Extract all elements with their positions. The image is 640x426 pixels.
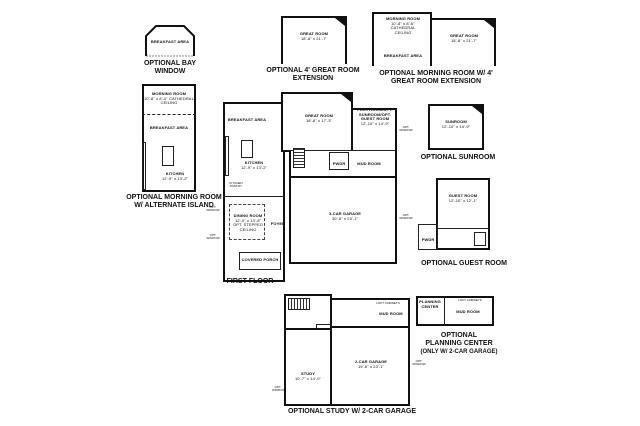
wall-mud-zone — [289, 150, 397, 178]
wall-divider — [436, 228, 490, 229]
room-breakfast-area: BREAKFAST AREA — [383, 53, 423, 58]
room-powder: PWDR — [332, 161, 346, 166]
wall-garage — [289, 176, 397, 264]
loft-cabinets-label: LOFT CABINETS — [458, 298, 482, 302]
stairs — [288, 298, 310, 310]
wall-divider — [223, 196, 285, 197]
fireplace-icon — [335, 18, 345, 26]
caption-guest-room: OPTIONAL GUEST ROOM — [421, 260, 507, 267]
kitchen-pantry-label: KITCHEN PANTRY — [229, 181, 243, 189]
caption-morning-room-extension: OPTIONAL MORNING ROOM W/ 4' GREAT ROOM E… — [379, 70, 493, 85]
powder-room — [329, 152, 349, 170]
room-planning-center: PLANNING CENTER — [419, 299, 441, 309]
caption-first-floor: FIRST FLOOR — [226, 278, 274, 285]
kitchen-island — [241, 140, 253, 158]
kitchen-island — [162, 146, 174, 166]
counter — [225, 136, 229, 176]
caption-planning-1: OPTIONAL — [440, 332, 478, 339]
fireplace-icon — [484, 20, 494, 28]
plan-planning-center: PLANNING CENTER MUD ROOM LOFT CABINETS O… — [414, 292, 504, 362]
opt-window-note: OPT. WINDOW — [399, 125, 413, 133]
room-breakfast-area: BREAKFAST AREA — [227, 117, 267, 122]
caption-study-garage: OPTIONAL STUDY W/ 2-CAR GARAGE — [287, 408, 417, 415]
counter — [142, 142, 146, 190]
fireplace-icon — [341, 94, 351, 102]
opt-window-note: OPT. WINDOW — [412, 359, 426, 367]
opt-window-note: OPT. WINDOW — [399, 213, 413, 221]
caption-planning-2: PLANNING CENTER — [425, 340, 493, 347]
loft-cabinets-label: LOFT CABINETS — [376, 301, 400, 305]
caption-great-room-extension: OPTIONAL 4' GREAT ROOM EXTENSION — [266, 67, 360, 82]
caption-sunroom: OPTIONAL SUNROOM — [420, 154, 496, 161]
corner-fill — [472, 106, 482, 114]
wall-garage — [330, 326, 410, 406]
room-covered-porch: COVERED PORCH — [241, 257, 279, 262]
stepped-ceiling-outline — [229, 204, 265, 240]
plan-bay-window: BREAKFAST AREA OPTIONAL BAY WINDOW — [140, 18, 200, 80]
room-mud: MUD ROOM — [456, 309, 480, 314]
wall-study — [284, 328, 332, 406]
covered-porch-outline — [239, 252, 281, 270]
room-foyer: FOYER — [270, 221, 286, 226]
plan-study-garage: LOFT CABINETS MUD ROOM PWDR 2-CAR GARAGE… — [270, 290, 430, 420]
shower — [474, 232, 486, 246]
bay-window-outline — [145, 25, 195, 57]
caption-morning-room-island: OPTIONAL MORNING ROOM W/ ALTERNATE ISLAN… — [126, 194, 222, 209]
stairs — [293, 148, 305, 168]
room-powder: PWDR — [421, 237, 435, 242]
opt-window-note: OPT. WINDOW — [206, 205, 220, 213]
room-mud: MUD ROOM — [357, 161, 381, 166]
wall-flex-room — [351, 108, 397, 156]
opt-window-note: OPT. WINDOW — [206, 233, 220, 241]
opt-window-note: OPT. WINDOW — [272, 385, 286, 393]
caption-planning-3: (ONLY W/ 2-CAR GARAGE) — [420, 349, 498, 355]
caption-bay-window: OPTIONAL BAY WINDOW — [143, 60, 197, 75]
powder-room — [418, 224, 438, 250]
room-mud: MUD ROOM — [379, 311, 403, 316]
room-breakfast-area: BREAKFAST AREA — [149, 125, 189, 130]
room-breakfast-area: BREAKFAST AREA — [150, 39, 190, 44]
